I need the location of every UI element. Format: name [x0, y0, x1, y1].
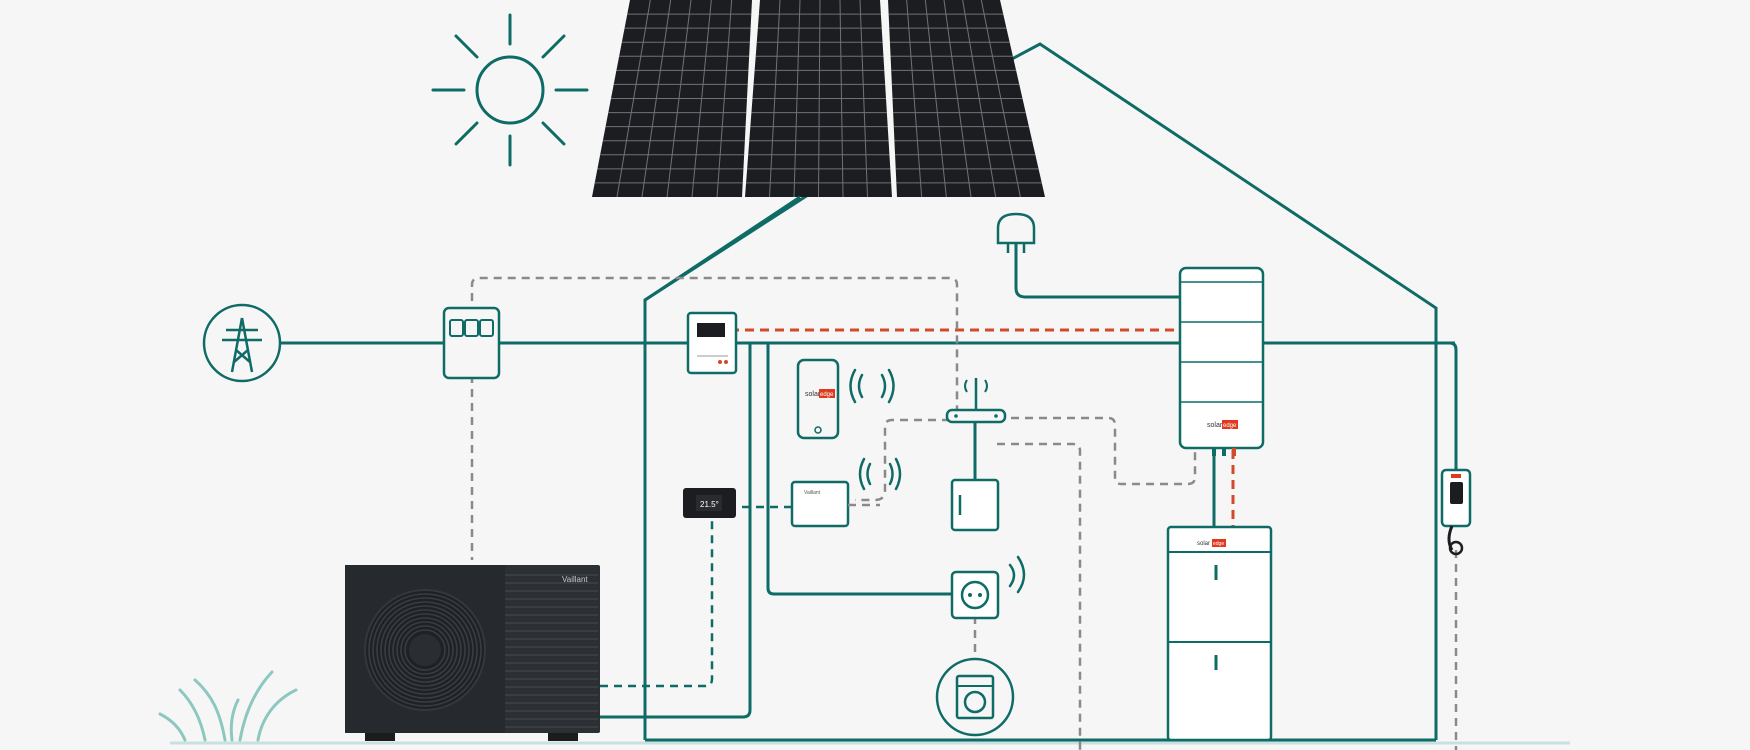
router-icon [945, 378, 1007, 424]
decor-line [691, 0, 712, 198]
decor-line [793, 0, 801, 198]
decor-line [839, 0, 844, 198]
decor-line [962, 0, 997, 198]
fan-ring [368, 593, 482, 707]
heatpump-brand: Vaillant [562, 575, 588, 584]
home-battery: solar edge [1166, 525, 1273, 742]
gateway-wifi-icon [858, 457, 902, 491]
inverter-brand-suffix: edge [1223, 423, 1237, 429]
internal-wiring [600, 236, 1216, 719]
ev-charger [1440, 468, 1472, 556]
solar-panels [592, 0, 1045, 198]
room-thermostat: 21.5° [683, 488, 736, 518]
decor-line [980, 0, 1021, 198]
fan-ring [372, 597, 478, 703]
fan-ring [392, 617, 458, 683]
heat-pump-grille [505, 574, 598, 728]
decor-line [616, 0, 651, 198]
battery-brand-suffix: edge [1213, 541, 1224, 547]
decor-line [818, 0, 821, 198]
plug-icon [996, 212, 1036, 253]
solar-inverter: solar edge [1178, 266, 1265, 456]
washing-machine-icon [935, 657, 1015, 737]
decor-line [943, 0, 972, 198]
phone-brand-prefix: solar [805, 391, 821, 398]
inverter-brand-prefix: solar [1207, 422, 1223, 429]
fan-ring [404, 629, 446, 671]
heat-pump-fan-guard [368, 593, 482, 707]
decor-line [769, 0, 781, 198]
decor-line [666, 0, 692, 198]
battery-brand-prefix: solar [1197, 541, 1210, 547]
fan-ring [384, 609, 466, 691]
fan-ring [380, 605, 470, 695]
fan-ring [388, 613, 462, 687]
house-roof-right [1009, 42, 1438, 740]
fan-ring [400, 625, 450, 675]
phone-brand-suffix: edge [820, 392, 834, 398]
gateway-brand: Vaillant [804, 490, 821, 496]
decor-line [641, 0, 672, 198]
socket-icon [950, 570, 1000, 620]
grid-meter [442, 306, 501, 380]
grass-icon [158, 670, 298, 742]
power-pylon-icon [202, 303, 282, 383]
thermostat-reading: 21.5° [700, 500, 719, 509]
decor-line [716, 0, 733, 198]
panel-feed-line [644, 195, 801, 302]
fan-ring [376, 601, 474, 699]
communication-lines [470, 276, 1458, 750]
solar-panel-grid [594, 0, 1042, 198]
energy-meter [686, 311, 738, 375]
wifi-signal-icon [849, 368, 895, 404]
sun-icon [431, 13, 589, 167]
ev-charger-feed [1436, 341, 1458, 470]
heatpump-control-lines [600, 505, 792, 688]
heat-pump-unit: Vaillant [345, 565, 600, 741]
heatpump-gateway: Vaillant [790, 480, 850, 528]
smartphone-app: solar edge [796, 358, 840, 440]
decor-line [906, 0, 923, 198]
decor-line [924, 0, 947, 198]
smart-switch [950, 478, 1000, 532]
fan-ring [396, 621, 454, 679]
decor-line [859, 0, 868, 198]
socket-wifi-icon [1008, 555, 1026, 594]
